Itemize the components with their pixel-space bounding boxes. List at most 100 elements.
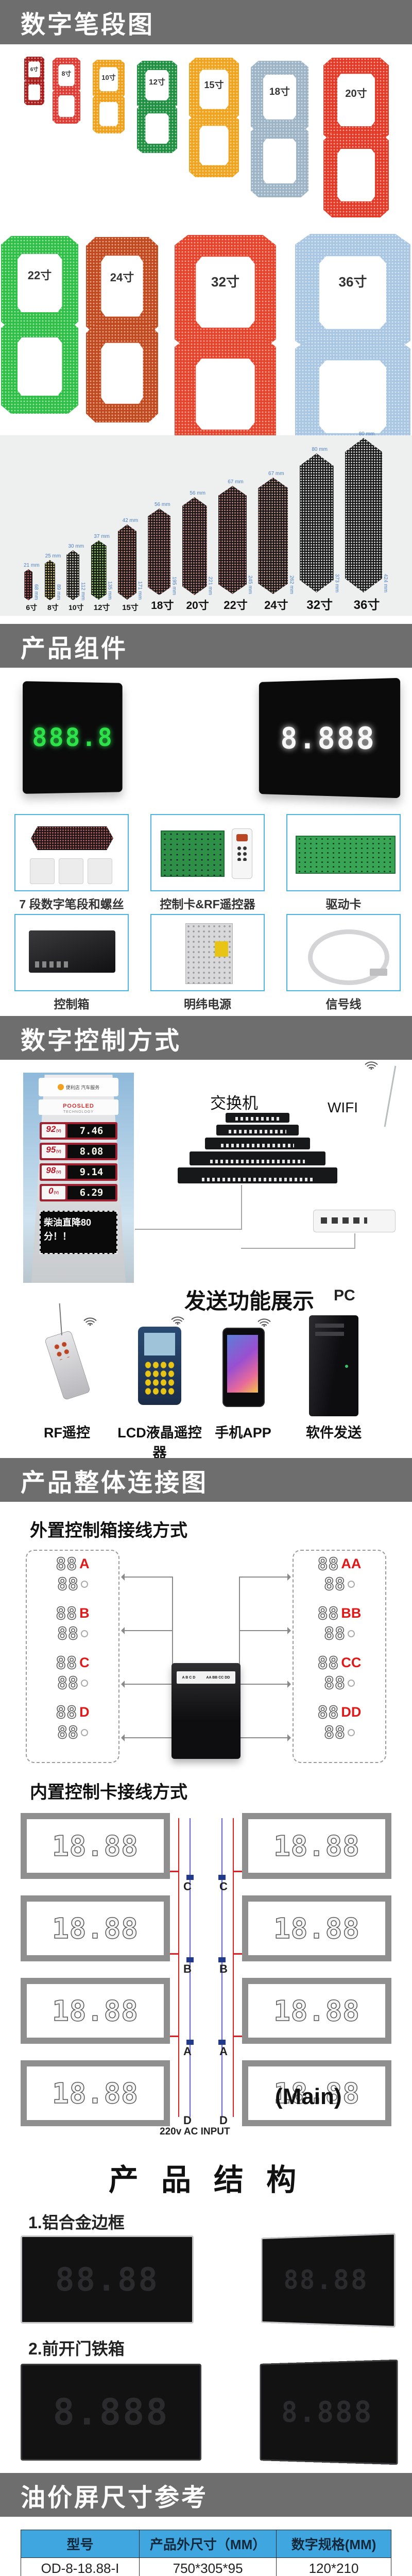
wifi-icon bbox=[258, 1318, 271, 1327]
led-module-10in: 30 mm 112 mm 10寸 bbox=[66, 544, 85, 616]
structure-images-a: 88.88 88.88 bbox=[0, 2233, 412, 2328]
section-header-connection: 产品整体连接图 bbox=[0, 1458, 412, 1502]
price-panel: 18.88 bbox=[21, 2060, 170, 2126]
arrow-to-AA bbox=[239, 1577, 290, 1578]
led-module-22in: 67 mm 245 mm 22寸 bbox=[218, 479, 253, 616]
screw-bag bbox=[30, 858, 55, 884]
iron-box-angle: 8.888 bbox=[260, 2359, 398, 2465]
switch-label: 交换机 bbox=[210, 1094, 258, 1112]
pylon-shop-sign: 便利店 汽车服务 bbox=[39, 1078, 118, 1096]
internal-wiring-diagram: 18.88 18.88 18.88 18.88 18.88 18.88 18.8… bbox=[0, 1813, 412, 2143]
screw-bag bbox=[88, 858, 112, 884]
rf-remote bbox=[232, 828, 252, 879]
table-header-row: 型号 产品外尺寸（MM） 数字规格(MM) bbox=[20, 2530, 391, 2558]
red-stub bbox=[234, 1953, 242, 1955]
digit-row-2: 22寸 24寸 32寸 36寸 bbox=[0, 225, 412, 435]
smartphone-device bbox=[222, 1328, 265, 1407]
red-wire bbox=[233, 1818, 234, 2117]
seg-digit-24in: 24寸 bbox=[86, 237, 158, 422]
power-input-label: 220v AC INPUT bbox=[160, 2126, 230, 2137]
price-panel-main: 18.88 (Main) bbox=[242, 2060, 391, 2126]
header-title: 产品整体连接图 bbox=[21, 1469, 209, 1497]
arrow-to-B bbox=[122, 1630, 173, 1631]
card-control-card-rf bbox=[150, 814, 265, 891]
structure-title-row: 产 品 结 构 bbox=[0, 2156, 412, 2199]
wire-bus-left bbox=[172, 1577, 173, 1738]
structure-item1: 1.铝合金边框 bbox=[28, 2213, 125, 2232]
network-switch bbox=[216, 1125, 299, 1136]
red-stub bbox=[234, 2036, 242, 2037]
price-panel: 18.88 bbox=[242, 1978, 391, 2044]
wire-bus-right bbox=[239, 1577, 240, 1738]
led-module-6in: 21 mm 68 mm 6寸 bbox=[24, 563, 40, 612]
seg-digit-12in: 12寸 bbox=[137, 61, 177, 153]
header-title: 产品组件 bbox=[21, 635, 128, 663]
aluminum-frame-front: 88.88 bbox=[21, 2235, 194, 2324]
router-antenna bbox=[384, 1065, 397, 1127]
component-cards-row2: 控制箱 明纬电源 信号线 bbox=[0, 914, 412, 1011]
led-module-24in: 67 mm 262 mm 24寸 bbox=[258, 471, 294, 616]
connector-line bbox=[135, 1229, 241, 1230]
wire-connector bbox=[218, 2040, 226, 2045]
led-module-8in: 25 mm 89 mm 8寸 bbox=[44, 553, 61, 612]
price-row-95: 95(V) 8.08 bbox=[40, 1143, 117, 1160]
seg-digit-32in: 32寸 bbox=[175, 235, 276, 435]
led-module-36in: 80 mm 424 mm 36寸 bbox=[345, 431, 388, 616]
red-wire bbox=[178, 1818, 179, 2117]
wire-connector bbox=[218, 1875, 226, 1880]
structure-title: 产 品 结 构 bbox=[108, 2163, 304, 2197]
iron-box-front: 8.888 bbox=[21, 2364, 201, 2461]
cable-coil-image bbox=[308, 929, 389, 985]
network-switch bbox=[226, 1113, 289, 1123]
external-wiring-subtitle: 外置控制箱接线方式 bbox=[30, 1521, 187, 1540]
wifi-icon bbox=[171, 1316, 184, 1325]
structure-item2: 2.前开门铁箱 bbox=[28, 2340, 125, 2358]
price-row-92: 92(V) 7.46 bbox=[40, 1122, 117, 1140]
section-header-components: 产品组件 bbox=[0, 624, 412, 668]
wire-connector bbox=[218, 1957, 226, 1962]
seg-digit-8in: 8寸 bbox=[53, 58, 80, 124]
rf-remote-device bbox=[44, 1303, 91, 1401]
connector-line bbox=[241, 1248, 354, 1249]
digit-row-1: 6寸 8寸 10寸 12寸 15寸 18寸 20寸 bbox=[0, 44, 412, 225]
price-panel: 18.88 bbox=[242, 1895, 391, 1961]
send-function-title: 发送功能展示 bbox=[184, 1289, 315, 1313]
module-shape bbox=[44, 560, 55, 600]
red-stub bbox=[170, 2036, 178, 2037]
aluminum-frame-angle: 88.88 bbox=[261, 2233, 396, 2328]
brand-logo-dot bbox=[57, 1084, 64, 1090]
wiring-center-column: C C B B A A D D bbox=[170, 1813, 242, 2143]
meanwell-psu-image bbox=[185, 923, 233, 984]
module-shape bbox=[91, 540, 107, 600]
lcd-remote-device bbox=[138, 1327, 181, 1405]
arrow-to-DD bbox=[239, 1737, 290, 1738]
price-row-98: 98(V) 9.14 bbox=[40, 1163, 117, 1181]
control-diagram: 便利店 汽车服务 POOSLED TECHNOLOGY 92(V) 7.46 9… bbox=[0, 1061, 412, 1284]
seg-digit-20in: 20寸 bbox=[323, 58, 389, 217]
arrow-to-D bbox=[122, 1737, 173, 1738]
network-switch bbox=[205, 1138, 310, 1149]
control-card-pcb bbox=[161, 831, 225, 877]
red-stub bbox=[234, 1871, 242, 1872]
seg-digit-6in: 6寸 bbox=[24, 57, 44, 105]
wifi-icon bbox=[365, 1061, 378, 1070]
module-shape bbox=[218, 486, 247, 594]
component-cards-row1: 7 段数字笔段和螺丝 控制卡&RF遥控器 驱动卡 bbox=[0, 814, 412, 911]
module-size-strip: 21 mm 68 mm 6寸 25 mm 89 mm 8寸 30 mm 112 … bbox=[0, 431, 412, 616]
arrow-to-A bbox=[122, 1577, 173, 1578]
price-panel: 18.88 bbox=[21, 1813, 170, 1879]
wifi-label: WIFI bbox=[328, 1099, 358, 1115]
seg-digit-36in: 36寸 bbox=[295, 234, 410, 435]
internal-wiring-subtitle: 内置控制卡接线方式 bbox=[30, 1783, 187, 1802]
